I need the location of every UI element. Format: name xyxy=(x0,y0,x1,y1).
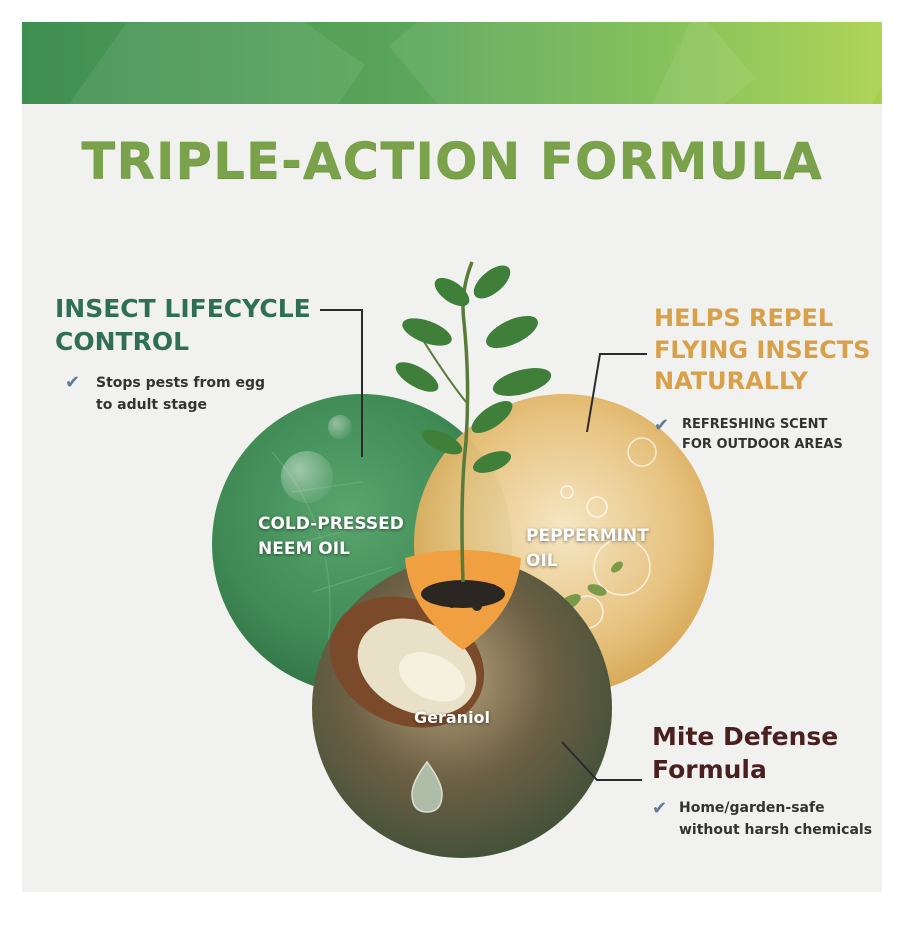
repel-heading-line: FLYING INSECTS xyxy=(654,335,871,364)
repel-description: REFRESHING SCENT FOR OUTDOOR AREAS xyxy=(682,415,843,455)
connector-repel xyxy=(586,353,647,433)
checkmark-icon: ✔ xyxy=(652,798,668,819)
mite-desc-line: Home/garden-safe xyxy=(679,800,825,816)
peppermint-oil-label: PEPPERMINT OIL xyxy=(526,524,649,573)
checkmark-icon: ✔ xyxy=(65,372,81,393)
sprout-icon xyxy=(395,261,552,583)
page-title: TRIPLE-ACTION FORMULA xyxy=(81,132,823,190)
lifecycle-heading-line: INSECT LIFECYCLE xyxy=(55,294,311,323)
mite-heading-line: Formula xyxy=(652,755,767,784)
center-intersection xyxy=(405,550,521,650)
geraniol-label: Geraniol xyxy=(414,708,491,727)
lifecycle-heading-line: CONTROL xyxy=(55,327,190,356)
neem-label-line: COLD-PRESSED xyxy=(258,514,404,534)
mite-description: Home/garden-safe without harsh chemicals xyxy=(679,798,872,841)
connector-mite xyxy=(561,741,642,781)
water-droplet-icon xyxy=(281,415,352,503)
repel-heading: HELPS REPEL FLYING INSECTS NATURALLY xyxy=(654,303,870,398)
infographic-panel: TRIPLE-ACTION FORMULA xyxy=(22,22,882,892)
lifecycle-desc-line: Stops pests from egg xyxy=(96,375,265,391)
peppermint-label-line: OIL xyxy=(526,550,558,571)
repel-heading-line: NATURALLY xyxy=(654,367,808,396)
soil-icon xyxy=(421,580,505,611)
connector-lifecycle xyxy=(320,309,363,457)
peppermint-label-line: PEPPERMINT xyxy=(526,526,649,546)
oil-drop-icon xyxy=(411,760,443,813)
mite-heading-line: Mite Defense xyxy=(652,722,839,751)
repel-desc-line: FOR OUTDOOR AREAS xyxy=(682,437,843,453)
lifecycle-desc-line: to adult stage xyxy=(96,396,207,413)
top-banner xyxy=(22,22,882,104)
mite-heading: Mite Defense Formula xyxy=(652,720,838,786)
venn-diagram xyxy=(212,261,714,858)
connector-lines xyxy=(320,309,647,781)
checkmark-icon: ✔ xyxy=(654,415,670,436)
mite-desc-line: without harsh chemicals xyxy=(679,821,873,838)
neem-label-line: NEEM OIL xyxy=(258,538,350,559)
lifecycle-heading: INSECT LIFECYCLE CONTROL xyxy=(55,292,311,358)
repel-heading-line: HELPS REPEL xyxy=(654,304,834,332)
repel-desc-line: REFRESHING SCENT xyxy=(682,417,828,432)
lifecycle-description: Stops pests from egg to adult stage xyxy=(96,373,265,416)
neem-oil-label: COLD-PRESSED NEEM OIL xyxy=(258,512,404,561)
